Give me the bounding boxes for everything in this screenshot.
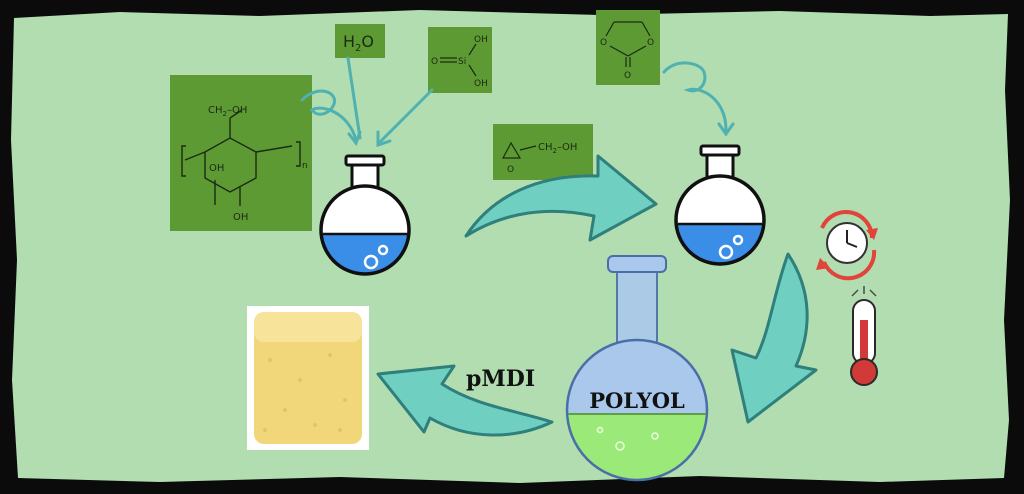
water-box: H2O (335, 24, 385, 58)
foam-cube-icon (247, 306, 369, 450)
carbonate-o1: O (600, 38, 607, 48)
cellulose-ch2oh-sub: 2 (223, 110, 227, 118)
svg-text:CH2–OH: CH2–OH (538, 142, 577, 155)
water-h: H (343, 32, 355, 51)
cellulose-oh-inner: OH (209, 163, 224, 174)
svg-text:CH2–OH: CH2–OH (208, 105, 247, 118)
polyol-label: POLYOL (589, 388, 685, 413)
arrow-to-flask2 (464, 154, 658, 242)
polyol-flask: POLYOL (565, 255, 709, 482)
glycidol-oh: –OH (557, 142, 577, 153)
curl-arrows (300, 56, 735, 148)
silicic-si: Si (458, 57, 466, 67)
cellulose-structure: CH2–OH OH OH n (170, 75, 312, 231)
water-sub: 2 (355, 43, 361, 54)
curl-arrow-cellulose (300, 89, 358, 142)
carbonate-o3: O (624, 71, 631, 81)
water-o: O (361, 32, 374, 51)
glycidol-o: O (507, 165, 514, 175)
glycidol-ch2: CH (538, 142, 553, 153)
cellulose-n: n (302, 161, 308, 171)
silicic-oh-bottom: OH (474, 79, 488, 89)
cellulose-ch2oh-tail: –OH (227, 105, 247, 116)
pmdi-label: pMDI (466, 366, 535, 392)
curl-arrow-carbonate (662, 61, 728, 132)
carbonate-o2: O (647, 38, 654, 48)
cellulose-ch2oh: CH (208, 105, 223, 116)
svg-text:H2O: H2O (343, 32, 374, 54)
glycidol-box: O CH2–OH (493, 124, 593, 180)
glycidol-sub: 2 (553, 147, 557, 155)
silicic-acid-box: O Si OH OH (428, 27, 492, 93)
thermometer-icon (850, 286, 878, 386)
curl-arrow-silicic (378, 88, 434, 144)
silicic-oh-top: OH (474, 35, 488, 45)
cyclic-carbonate-box: O O O (596, 10, 660, 85)
silicic-o: O (431, 57, 438, 67)
arrow-to-polyol (730, 252, 818, 424)
cellulose-oh-bottom: OH (233, 212, 248, 223)
clock-icon (816, 210, 878, 281)
arrow-to-foam (376, 364, 554, 437)
curl-arrow-water (346, 56, 362, 140)
